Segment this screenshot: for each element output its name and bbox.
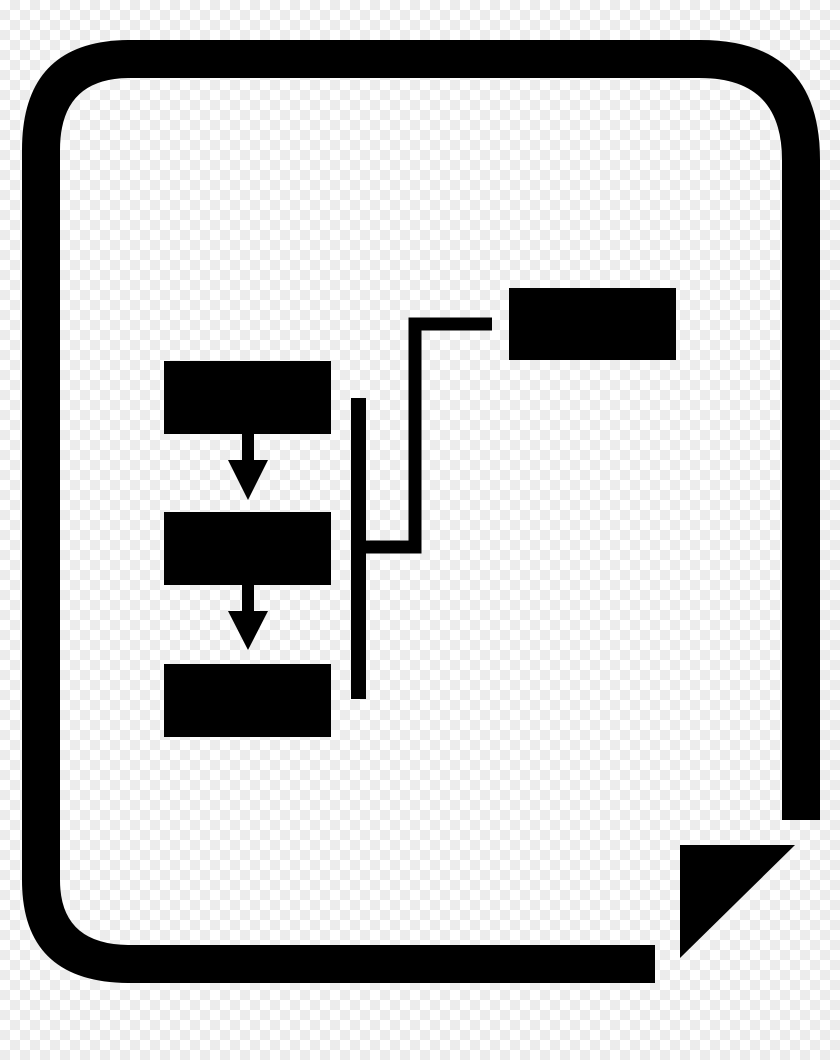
connector-line: [366, 317, 492, 554]
icon-ink: [22, 40, 820, 983]
folded-corner-icon: [680, 845, 795, 958]
bracket-line: [351, 398, 366, 699]
flowchart-box-3: [164, 664, 331, 737]
flowchart-box-1: [164, 361, 331, 434]
flowchart-box-target: [509, 288, 676, 360]
flowchart-box-2: [164, 512, 331, 585]
arrow-down-icon: [228, 434, 268, 500]
arrow-down-icon: [228, 585, 268, 650]
